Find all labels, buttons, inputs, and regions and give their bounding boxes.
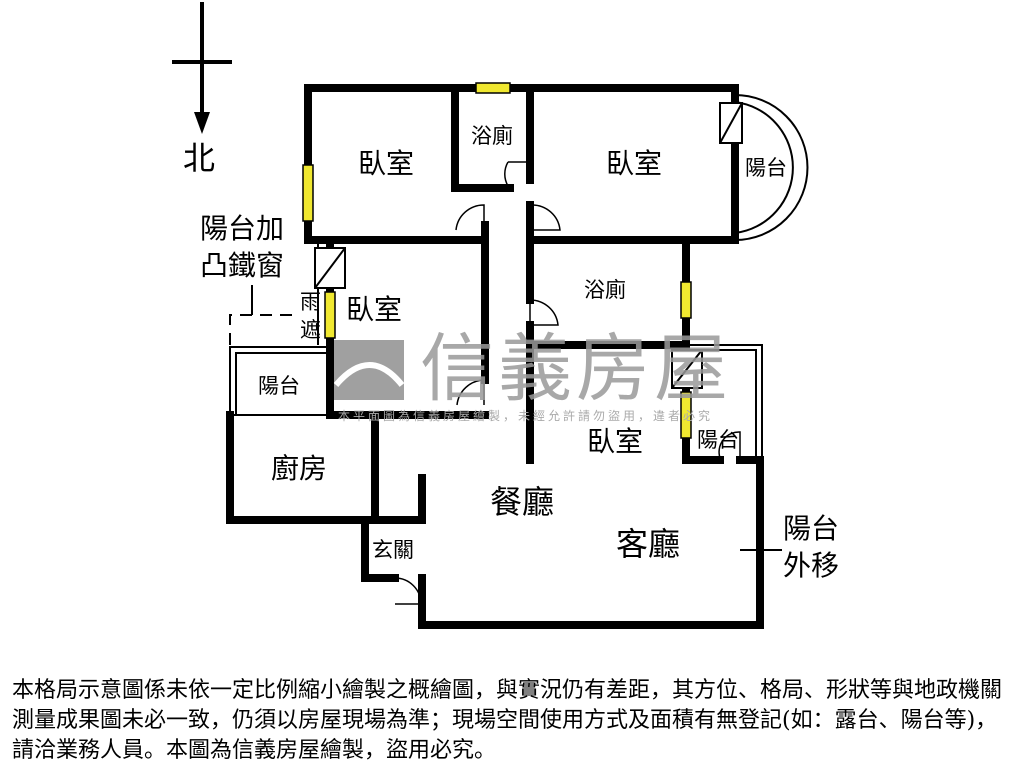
room-bedroom-3: 臥室 bbox=[346, 293, 403, 326]
watermark-logo bbox=[333, 340, 405, 400]
north-label: 北 bbox=[183, 139, 216, 177]
windows bbox=[302, 82, 692, 439]
room-balcony-round: 陽台 bbox=[745, 156, 787, 180]
room-kitchen: 廚房 bbox=[271, 452, 328, 485]
annotation-balcony-moved-line1: 陽台 bbox=[783, 512, 840, 545]
annotation-balcony-iron-window-line2: 凸鐵窗 bbox=[200, 249, 285, 282]
room-bedroom-2: 臥室 bbox=[606, 147, 663, 180]
ac-unit-icons bbox=[314, 102, 743, 389]
room-dining: 餐廳 bbox=[490, 483, 555, 521]
room-bedroom-1: 臥室 bbox=[358, 147, 415, 180]
room-balcony-left: 陽台 bbox=[258, 374, 300, 398]
walls bbox=[226, 84, 764, 629]
annotation-awning-line2: 遮 bbox=[300, 318, 321, 342]
room-bathroom-1: 浴廁 bbox=[471, 124, 513, 148]
room-bedroom-4: 臥室 bbox=[587, 425, 644, 458]
annotation-awning-line1: 雨 bbox=[300, 290, 321, 314]
annotation-balcony-iron-window-line1: 陽台加 bbox=[200, 212, 285, 245]
north-arrow-icon bbox=[172, 2, 232, 134]
room-entrance: 玄關 bbox=[372, 538, 414, 562]
room-balcony-right: 陽台 bbox=[697, 428, 739, 452]
watermark-brand: 信義房屋 bbox=[420, 326, 732, 412]
room-living: 客廳 bbox=[616, 525, 681, 563]
room-bathroom-2: 浴廁 bbox=[584, 278, 626, 302]
door-swings bbox=[240, 158, 741, 605]
watermark-notice: 本平面圖為信義房屋繪製，未經允許請勿盜用，違者必究 bbox=[338, 409, 714, 423]
annotation-balcony-moved-line2: 外移 bbox=[783, 549, 840, 582]
disclaimer-text: 本格局示意圖係未依一定比例縮小繪製之概繪圖，與實況仍有差距，其方位、格局、形狀等… bbox=[12, 678, 1003, 763]
